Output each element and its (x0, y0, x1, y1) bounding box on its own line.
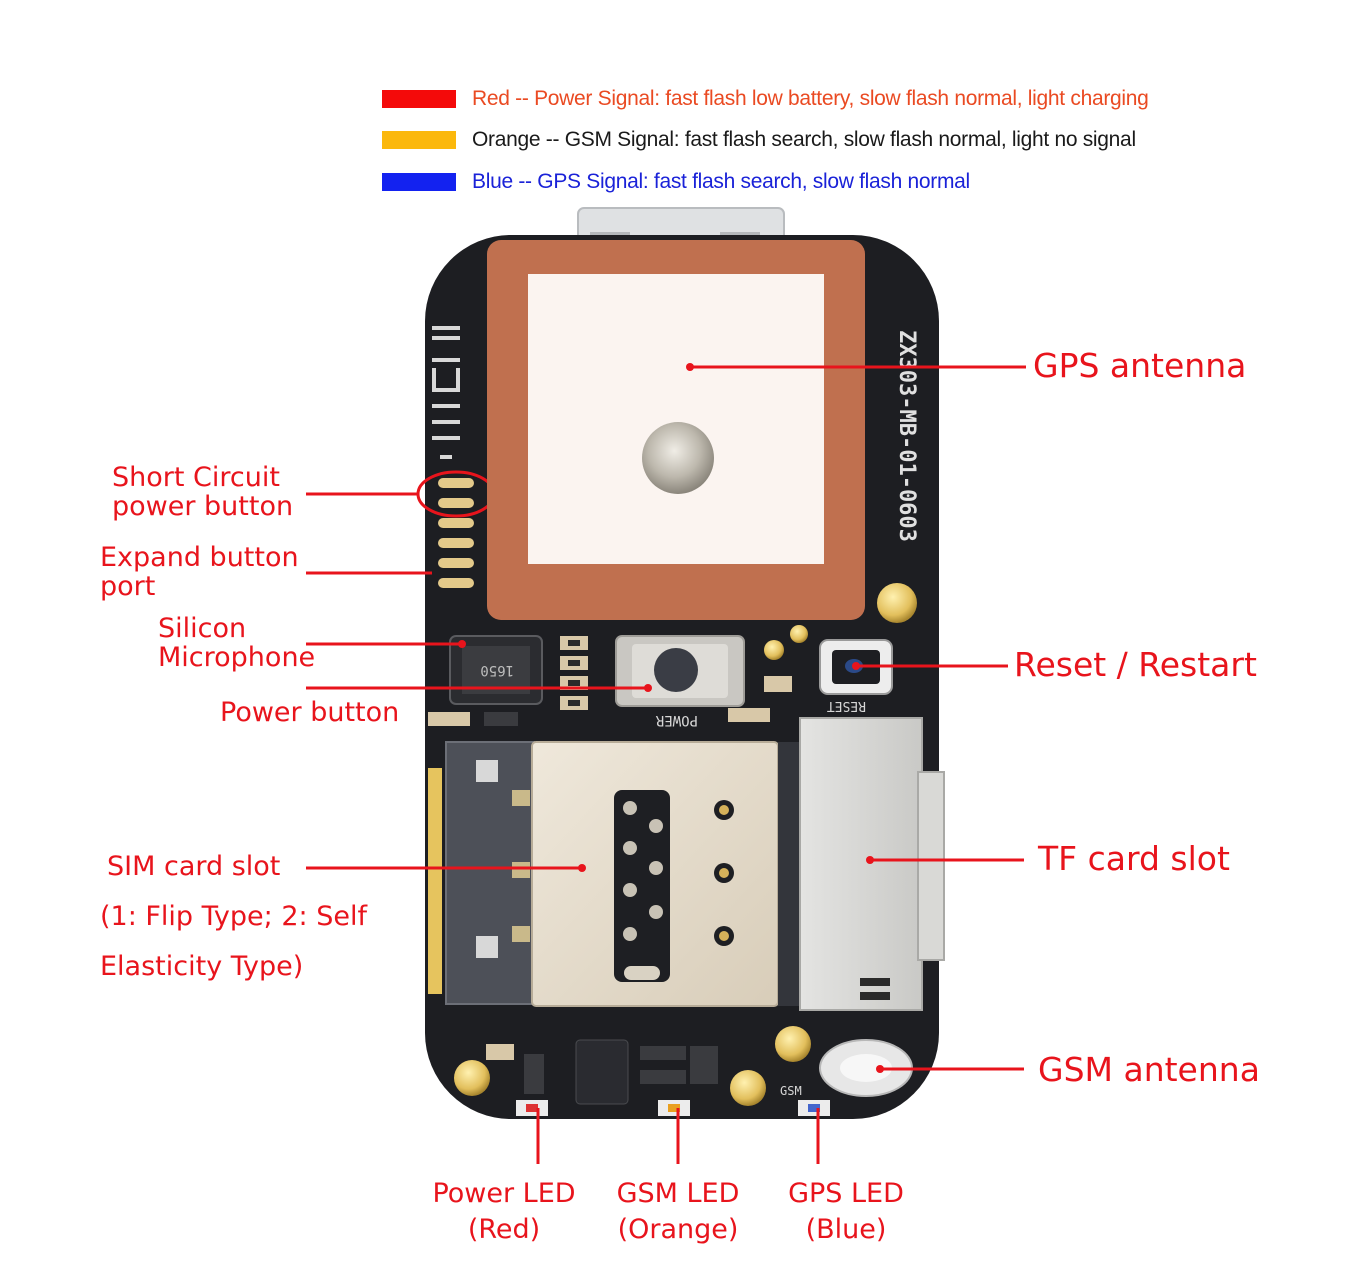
label-gsm-antenna: GSM antenna (1038, 1050, 1260, 1089)
label-sim-3: Elasticity Type) (100, 951, 304, 982)
legend-row-orange: Orange -- GSM Signal: fast flash search,… (382, 128, 1136, 152)
orange-swatch (382, 131, 456, 149)
label-sim-2: (1: Flip Type; 2: Self (100, 901, 367, 932)
label-power-button: Power button (220, 697, 400, 728)
red-swatch (382, 90, 456, 108)
sim-card-slot (428, 741, 800, 1007)
label-short-circuit-2: power button (112, 491, 294, 522)
bottom-components: GSM (454, 1026, 913, 1116)
label-expand-1: Expand button (100, 542, 299, 573)
gold-pad (877, 583, 917, 623)
label-power-led-2: (Red) (467, 1214, 541, 1245)
blue-swatch (382, 173, 456, 191)
leader-lines (306, 363, 1026, 1164)
legend-row-blue: Blue -- GPS Signal: fast flash search, s… (382, 170, 970, 194)
label-reset-restart: Reset / Restart (1014, 645, 1257, 684)
svg-text:POWER: POWER (655, 712, 698, 728)
label-silicon-1: Silicon (158, 613, 247, 644)
svg-text:GSM: GSM (780, 1084, 802, 1098)
legend-text-red: Red -- Power Signal: fast flash low batt… (472, 87, 1149, 110)
label-sim-1: SIM card slot (107, 851, 281, 882)
power-button-switch: POWER (615, 635, 745, 728)
label-power-led-1: Power LED (432, 1178, 576, 1209)
smd-components (428, 625, 808, 726)
label-gps-antenna: GPS antenna (1033, 346, 1247, 385)
gps-antenna-patch (487, 240, 865, 620)
legend-text-orange: Orange -- GSM Signal: fast flash search,… (472, 128, 1136, 151)
model-marking: ZX303-MB-01-0603 (894, 330, 919, 542)
svg-text:1650: 1650 (480, 662, 514, 678)
label-expand-2: port (100, 571, 156, 602)
label-tf-card-slot: TF card slot (1038, 839, 1230, 878)
label-gps-led-2: (Blue) (805, 1214, 887, 1245)
label-short-circuit-1: Short Circuit (112, 462, 280, 493)
label-gps-led-1: GPS LED (788, 1178, 904, 1209)
legend-row-red: Red -- Power Signal: fast flash low batt… (382, 87, 1149, 111)
expand-button-pads (438, 478, 474, 588)
silkscreen-marks (432, 326, 460, 459)
tf-card-slot (799, 717, 945, 1011)
legend-text-blue: Blue -- GPS Signal: fast flash search, s… (472, 170, 970, 193)
label-gsm-led-1: GSM LED (616, 1178, 740, 1209)
svg-text:RESET: RESET (827, 698, 866, 713)
label-gsm-led-2: (Orange) (617, 1214, 739, 1245)
label-silicon-2: Microphone (158, 642, 316, 673)
